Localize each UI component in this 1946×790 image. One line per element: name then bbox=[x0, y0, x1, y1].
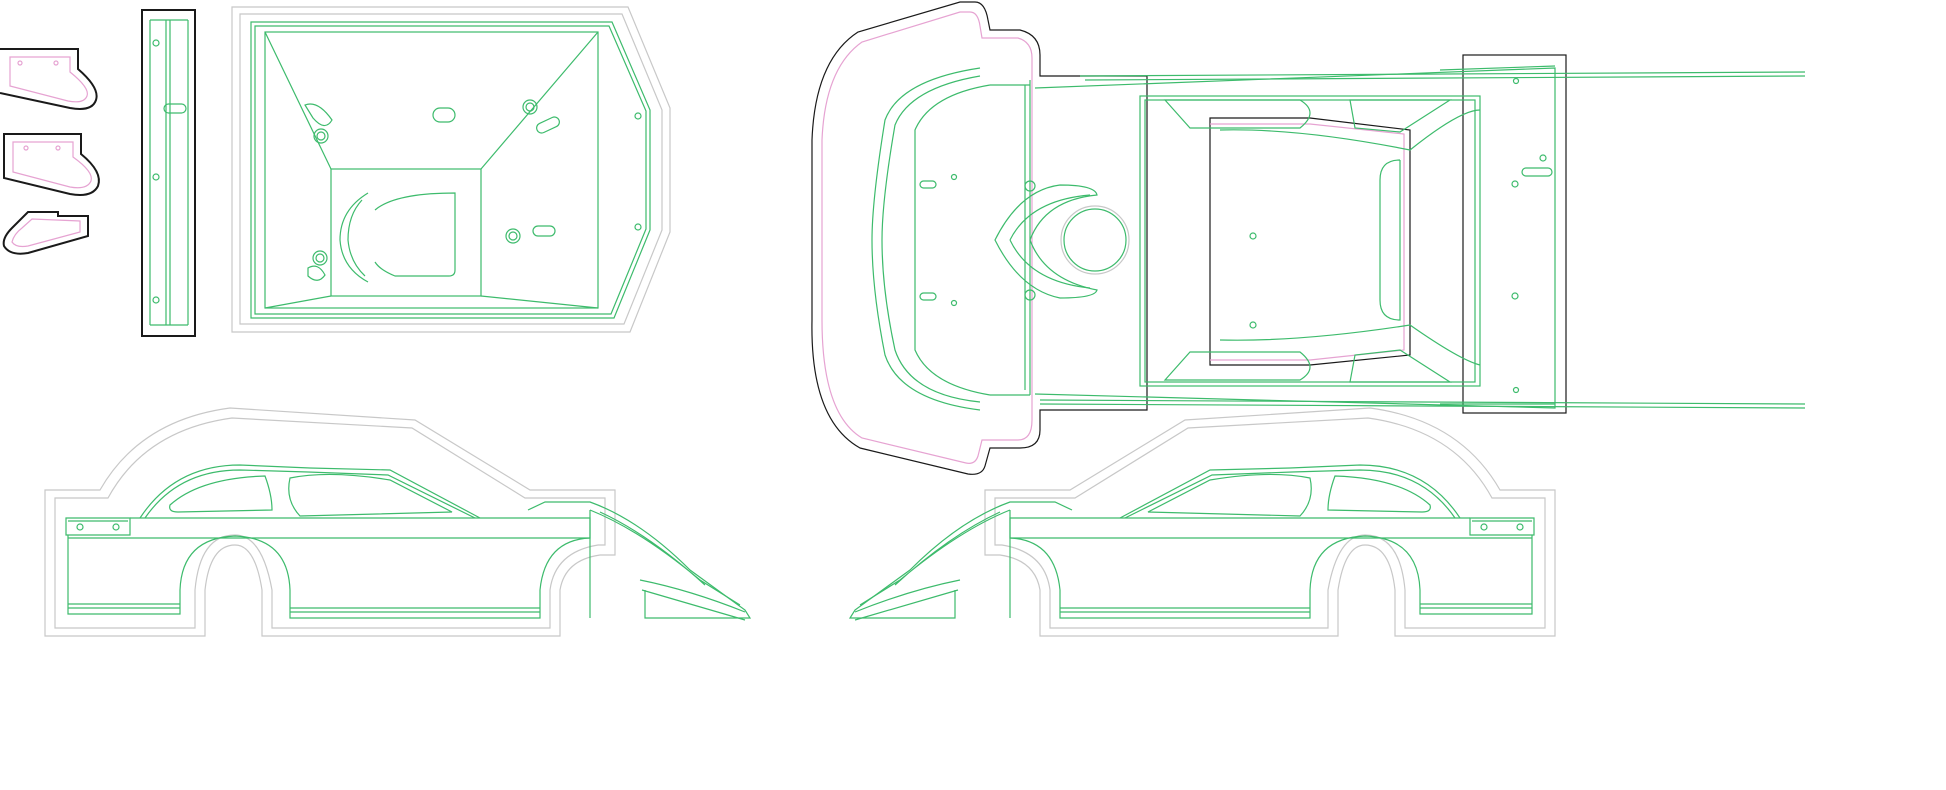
interior-tub bbox=[231, 6, 671, 333]
body-side-view-left bbox=[44, 407, 752, 637]
fender-part-3 bbox=[2, 211, 89, 255]
rail-strip bbox=[141, 9, 196, 337]
fender-part-2 bbox=[3, 133, 100, 196]
body-top-view bbox=[811, 1, 1806, 475]
body-side-view-right bbox=[849, 407, 1556, 637]
fender-part-1 bbox=[0, 48, 98, 110]
